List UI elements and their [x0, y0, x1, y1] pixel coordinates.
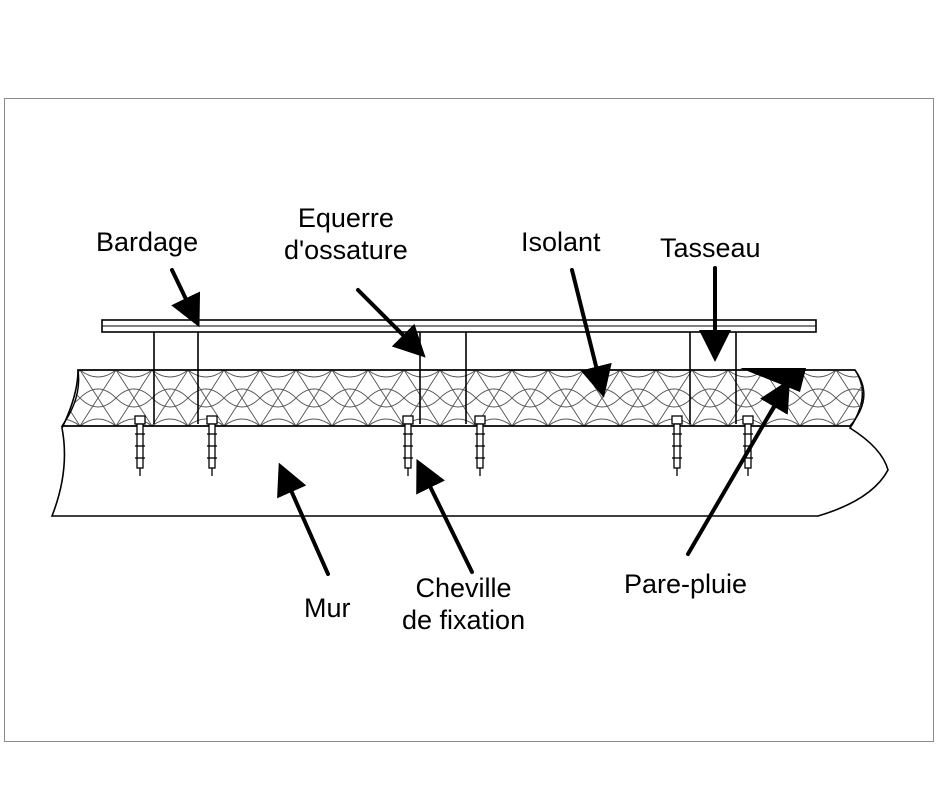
label-bardage: Bardage [96, 227, 199, 257]
arrow-isolant [570, 268, 612, 398]
label-pare-pluie: Pare-pluie [624, 569, 748, 599]
bracket-group-1 [153, 332, 737, 424]
arrow-cheville [416, 458, 474, 574]
anchor-bolt-3 [402, 415, 414, 476]
label-isolant: Isolant [521, 227, 601, 257]
arrow-mur [277, 462, 330, 576]
anchor-bolt-5 [671, 415, 683, 476]
arrow-pare-pluie [686, 379, 791, 556]
arrow-bardage [170, 268, 201, 328]
anchor-bolt-2 [206, 415, 218, 476]
arrow-equerre [356, 288, 426, 358]
anchor-bolt-1 [134, 415, 146, 476]
label-cheville-fixation: Cheville de fixation [402, 573, 526, 635]
label-equerre-ossature: Equerre d'ossature [284, 203, 408, 265]
anchor-bolt-4 [474, 415, 486, 476]
anchor-bolts [134, 415, 754, 476]
label-mur: Mur [304, 593, 351, 623]
label-tasseau: Tasseau [660, 233, 761, 263]
insulation-band [60, 369, 865, 427]
